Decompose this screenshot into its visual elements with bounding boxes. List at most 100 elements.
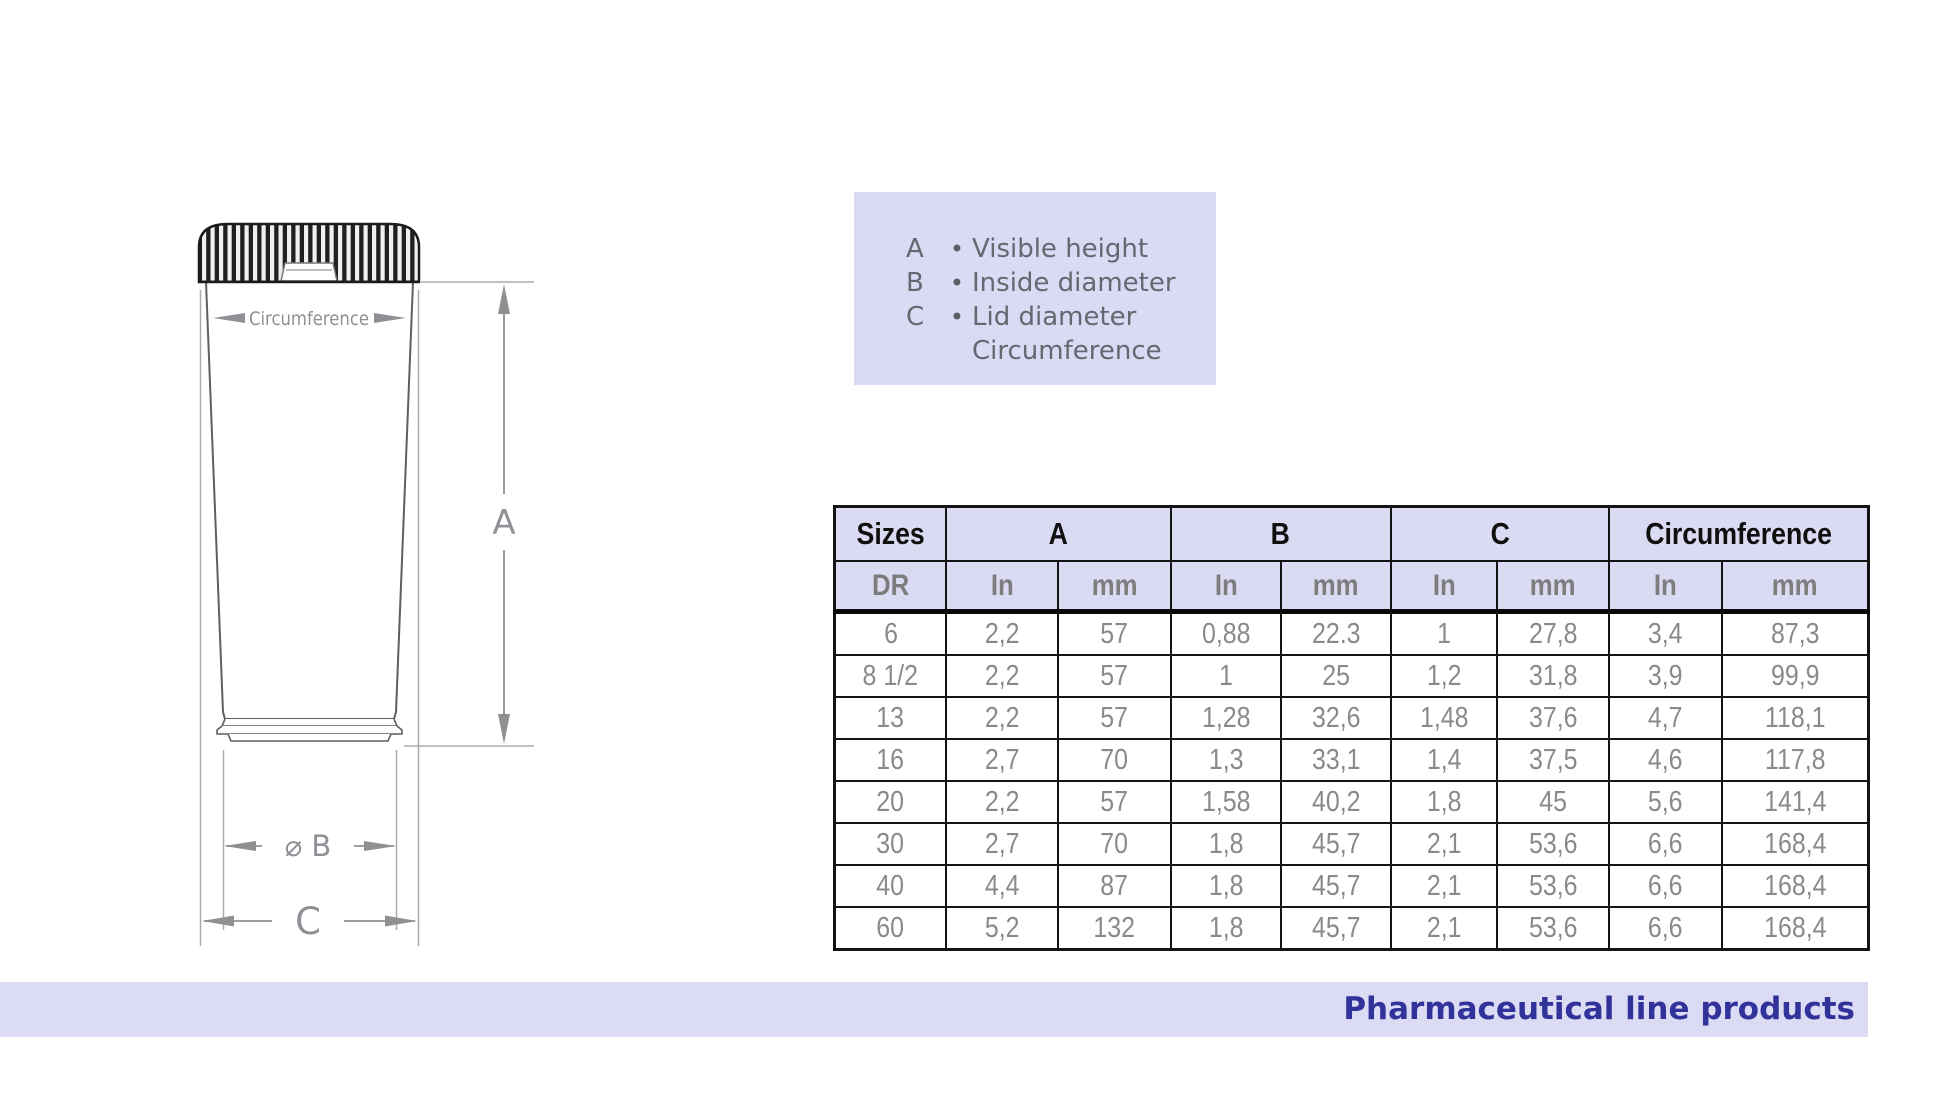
table-row: 40 4,4 87 1,8 45,7 2,1 53,6 6,6 168,4 bbox=[833, 864, 1870, 908]
table-cell: 53,6 bbox=[1496, 822, 1610, 866]
table-cell: 6,6 bbox=[1607, 864, 1723, 908]
table-cell: 99,9 bbox=[1720, 654, 1870, 698]
table-cell: 1 bbox=[1169, 654, 1283, 698]
table-cell: 1,8 bbox=[1169, 864, 1283, 908]
col-dr: DR bbox=[833, 560, 948, 614]
table-cell: 2,7 bbox=[945, 738, 1059, 782]
legend-item-a: A • Visible height bbox=[906, 232, 1216, 266]
col-group-label: A bbox=[1048, 516, 1068, 551]
dimension-circumference: Circumference bbox=[213, 308, 406, 330]
table-cell: 30 bbox=[833, 822, 948, 866]
table-cell: 6,6 bbox=[1607, 906, 1723, 951]
legend-key: C bbox=[906, 302, 925, 332]
table-cell: 45,7 bbox=[1280, 864, 1392, 908]
col-c-mm: mm bbox=[1496, 560, 1610, 614]
table-cell: 20 bbox=[833, 780, 948, 824]
table-cell: 57 bbox=[1056, 654, 1172, 698]
legend-label: Visible height bbox=[972, 234, 1149, 264]
table-cell: 1,48 bbox=[1389, 696, 1499, 740]
table-cell: 32,6 bbox=[1280, 696, 1392, 740]
legend-label: Circumference bbox=[972, 336, 1162, 366]
table-cell: 45,7 bbox=[1280, 822, 1392, 866]
col-label: In bbox=[1432, 568, 1456, 602]
legend-key: A bbox=[906, 234, 924, 264]
legend-key: B bbox=[906, 268, 924, 298]
table-cell: 70 bbox=[1056, 822, 1172, 866]
table-cell: 37,5 bbox=[1496, 738, 1610, 782]
table-cell: 87 bbox=[1056, 864, 1172, 908]
table-cell: 1,58 bbox=[1169, 780, 1283, 824]
table-cell: 6 bbox=[833, 610, 948, 656]
table-cell: 2,2 bbox=[945, 654, 1059, 698]
table-cell: 6,6 bbox=[1607, 822, 1723, 866]
col-label: mm bbox=[1771, 568, 1818, 602]
table-cell: 168,4 bbox=[1720, 906, 1870, 951]
table-cell: 53,6 bbox=[1496, 864, 1610, 908]
col-group-label: Circumference bbox=[1645, 516, 1832, 551]
col-group-label: Sizes bbox=[856, 516, 925, 551]
bullet-icon: • bbox=[949, 303, 965, 331]
table-row: 30 2,7 70 1,8 45,7 2,1 53,6 6,6 168,4 bbox=[833, 822, 1870, 866]
col-group-circumference: Circumference bbox=[1607, 505, 1870, 562]
table-cell: 13 bbox=[833, 696, 948, 740]
vial-base bbox=[216, 718, 403, 742]
table-group-header-row: Sizes A B C Circumference bbox=[833, 505, 1870, 562]
dimension-c: C bbox=[202, 900, 417, 943]
table-cell: 5,2 bbox=[945, 906, 1059, 951]
col-label: In bbox=[1214, 568, 1238, 602]
col-label: mm bbox=[1091, 568, 1138, 602]
col-c-in: In bbox=[1389, 560, 1499, 614]
table-cell: 3,9 bbox=[1607, 654, 1723, 698]
table-cell: 3,4 bbox=[1607, 610, 1723, 656]
table-cell: 0,88 bbox=[1169, 610, 1283, 656]
vial-cap bbox=[197, 222, 421, 284]
col-group-c: C bbox=[1389, 505, 1610, 562]
footer-bar: Pharmaceutical line products bbox=[0, 982, 1868, 1037]
col-label: In bbox=[1653, 568, 1677, 602]
table-cell: 40 bbox=[833, 864, 948, 908]
table-row: 16 2,7 70 1,3 33,1 1,4 37,5 4,6 117,8 bbox=[833, 738, 1870, 782]
table-row: 60 5,2 132 1,8 45,7 2,1 53,6 6,6 168,4 bbox=[833, 906, 1870, 951]
col-group-label: C bbox=[1490, 516, 1510, 551]
table-cell: 5,6 bbox=[1607, 780, 1723, 824]
vial-body bbox=[204, 281, 415, 720]
col-label: DR bbox=[871, 568, 910, 602]
table-row: 6 2,2 57 0,88 22.3 1 27,8 3,4 87,3 bbox=[833, 610, 1870, 656]
cap-liner bbox=[280, 262, 338, 282]
col-group-sizes: Sizes bbox=[833, 505, 948, 562]
table-cell: 1,8 bbox=[1389, 780, 1499, 824]
dimension-a: A bbox=[492, 284, 516, 744]
table-cell: 1,8 bbox=[1169, 822, 1283, 866]
table-cell: 1,3 bbox=[1169, 738, 1283, 782]
dim-c-label: C bbox=[295, 900, 321, 943]
legend-item-circumference: Circumference bbox=[906, 334, 1216, 368]
dimension-b: ⌀ B bbox=[224, 829, 396, 863]
table-cell: 45,7 bbox=[1280, 906, 1392, 951]
col-group-b: B bbox=[1169, 505, 1392, 562]
col-a-mm: mm bbox=[1056, 560, 1172, 614]
table-cell: 57 bbox=[1056, 780, 1172, 824]
col-a-in: In bbox=[945, 560, 1059, 614]
table-cell: 168,4 bbox=[1720, 822, 1870, 866]
col-circ-mm: mm bbox=[1720, 560, 1870, 614]
table-cell: 40,2 bbox=[1280, 780, 1392, 824]
bullet-icon: • bbox=[949, 269, 965, 297]
vial-diagram: Circumference A ⌀ B C bbox=[197, 222, 534, 946]
table-cell: 2,2 bbox=[945, 696, 1059, 740]
extension-lines bbox=[199, 281, 534, 946]
table-cell: 57 bbox=[1056, 610, 1172, 656]
table-cell: 33,1 bbox=[1280, 738, 1392, 782]
col-label: mm bbox=[1313, 568, 1359, 602]
table-cell: 70 bbox=[1056, 738, 1172, 782]
col-group-label: B bbox=[1271, 516, 1291, 551]
legend-box: A • Visible height B • Inside diameter C… bbox=[854, 192, 1216, 385]
table-cell: 1,28 bbox=[1169, 696, 1283, 740]
table-row: 20 2,2 57 1,58 40,2 1,8 45 5,6 141,4 bbox=[833, 780, 1870, 824]
legend-label: Lid diameter bbox=[972, 302, 1137, 332]
table-cell: 141,4 bbox=[1720, 780, 1870, 824]
circumference-label: Circumference bbox=[249, 308, 369, 330]
legend-item-c: C • Lid diameter bbox=[906, 300, 1216, 334]
table-cell: 2,1 bbox=[1389, 822, 1499, 866]
table-cell: 16 bbox=[833, 738, 948, 782]
